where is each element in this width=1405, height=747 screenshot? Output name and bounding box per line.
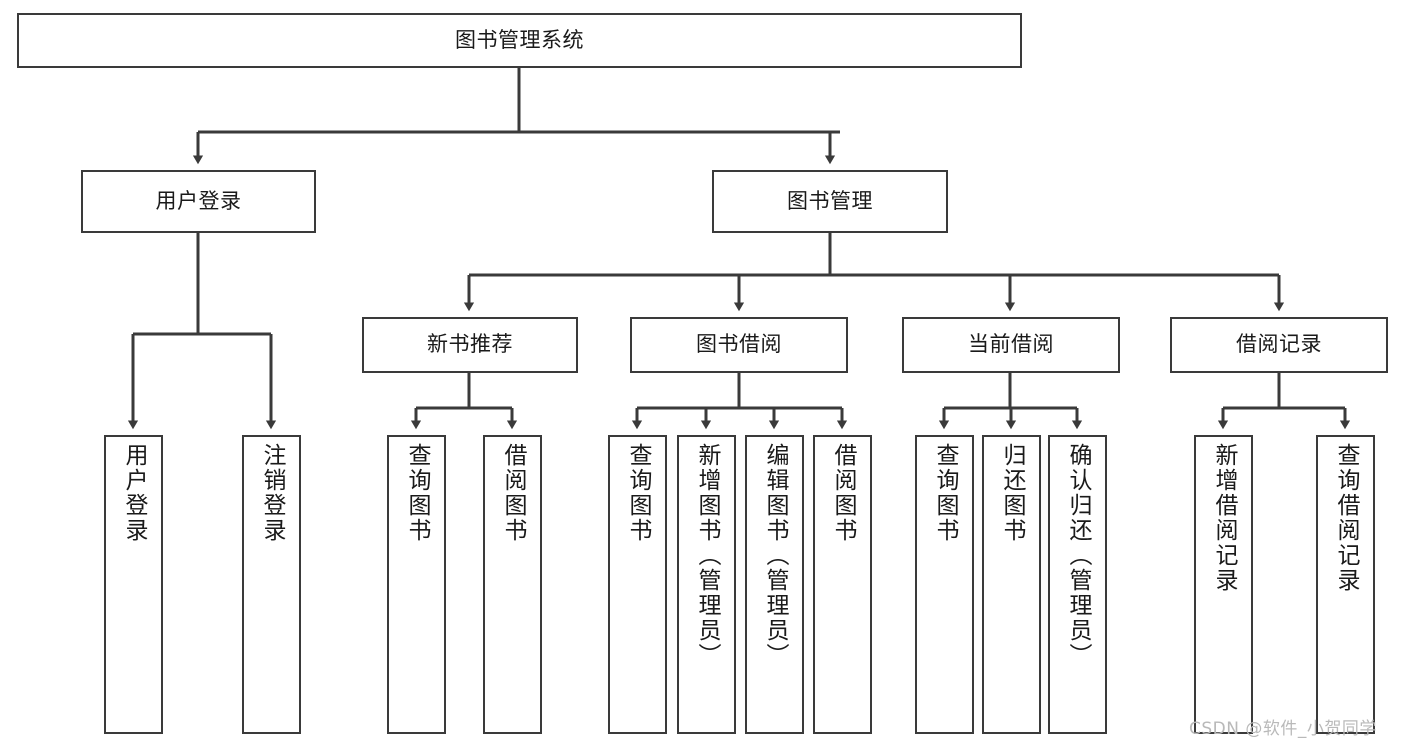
leaf-borrow-book-label: 借阅图书: [830, 443, 856, 543]
leaf-query-book-current-label: 查询图书: [932, 443, 958, 543]
node-book-manage-label: 图书管理: [787, 188, 873, 213]
node-borrow-record[interactable]: 借阅记录: [1170, 317, 1388, 373]
node-current-borrow-label: 当前借阅: [968, 332, 1054, 357]
node-book-borrow[interactable]: 图书借阅: [630, 317, 848, 373]
leaf-return-book[interactable]: 归还图书: [982, 435, 1041, 734]
leaf-add-book[interactable]: 新增图书（管理员）: [677, 435, 736, 734]
leaf-query-borrow-record[interactable]: 查询借阅记录: [1316, 435, 1375, 734]
node-root[interactable]: 图书管理系统: [17, 13, 1022, 68]
leaf-borrow-book[interactable]: 借阅图书: [813, 435, 872, 734]
leaf-confirm-return-label: 确认归还（管理员）: [1065, 443, 1091, 668]
node-user-login-label: 用户登录: [155, 188, 242, 213]
node-borrow-record-label: 借阅记录: [1236, 332, 1322, 357]
leaf-edit-book-label: 编辑图书（管理员）: [762, 443, 788, 668]
leaf-logout[interactable]: 注销登录: [242, 435, 301, 734]
node-book-manage[interactable]: 图书管理: [712, 170, 948, 233]
leaf-edit-book[interactable]: 编辑图书（管理员）: [745, 435, 804, 734]
node-new-book-recommend[interactable]: 新书推荐: [362, 317, 578, 373]
leaf-query-book-borrow[interactable]: 查询图书: [608, 435, 667, 734]
leaf-query-book-recommend-label: 查询图书: [404, 443, 430, 543]
leaf-logout-label: 注销登录: [259, 443, 285, 543]
node-new-book-recommend-label: 新书推荐: [427, 332, 513, 357]
leaf-return-book-label: 归还图书: [999, 443, 1025, 543]
leaf-user-login[interactable]: 用户登录: [104, 435, 163, 734]
leaf-borrow-book-recommend[interactable]: 借阅图书: [483, 435, 542, 734]
leaf-borrow-book-recommend-label: 借阅图书: [500, 443, 526, 543]
node-root-label: 图书管理系统: [455, 27, 584, 52]
leaf-add-borrow-record-label: 新增借阅记录: [1211, 443, 1237, 593]
node-user-login[interactable]: 用户登录: [81, 170, 316, 233]
node-book-borrow-label: 图书借阅: [696, 332, 782, 357]
leaf-query-book-current[interactable]: 查询图书: [915, 435, 974, 734]
leaf-query-book-borrow-label: 查询图书: [625, 443, 651, 543]
leaf-query-borrow-record-label: 查询借阅记录: [1333, 443, 1359, 593]
node-current-borrow[interactable]: 当前借阅: [902, 317, 1120, 373]
leaf-add-borrow-record[interactable]: 新增借阅记录: [1194, 435, 1253, 734]
leaf-confirm-return[interactable]: 确认归还（管理员）: [1048, 435, 1107, 734]
leaf-query-book-recommend[interactable]: 查询图书: [387, 435, 446, 734]
leaf-user-login-label: 用户登录: [121, 443, 147, 543]
leaf-add-book-label: 新增图书（管理员）: [694, 443, 720, 668]
